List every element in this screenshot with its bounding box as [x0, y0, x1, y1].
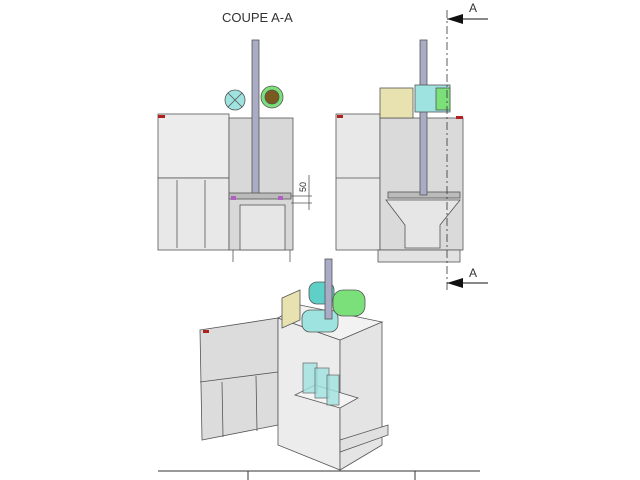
- control-box: [379, 87, 414, 119]
- bottle-icon: [326, 374, 340, 406]
- section-arrow-bottom: [447, 278, 488, 288]
- section-marker-top: A: [469, 1, 477, 15]
- open-door: [199, 317, 279, 441]
- base-frame: [377, 249, 461, 263]
- door-lower-panel: [157, 177, 230, 251]
- motor-green-icon: [332, 289, 366, 317]
- section-view-left: [157, 39, 312, 262]
- motor-cyan-icon: [301, 309, 339, 333]
- red-tag: [158, 115, 165, 118]
- front-view-right: [335, 39, 464, 263]
- dimension-label: 50: [298, 182, 308, 192]
- door-panel: [335, 113, 381, 251]
- control-box: [281, 289, 301, 329]
- drawing-title: COUPE A-A: [222, 10, 293, 25]
- title-block-border: [158, 470, 480, 480]
- piston-rod: [419, 39, 428, 196]
- section-marker-bottom: A: [469, 266, 477, 280]
- piston-rod: [324, 258, 333, 320]
- isometric-view: [199, 258, 389, 471]
- section-arrow-top: [447, 14, 488, 24]
- piston-rod: [251, 39, 260, 196]
- door-upper-panel: [157, 113, 230, 179]
